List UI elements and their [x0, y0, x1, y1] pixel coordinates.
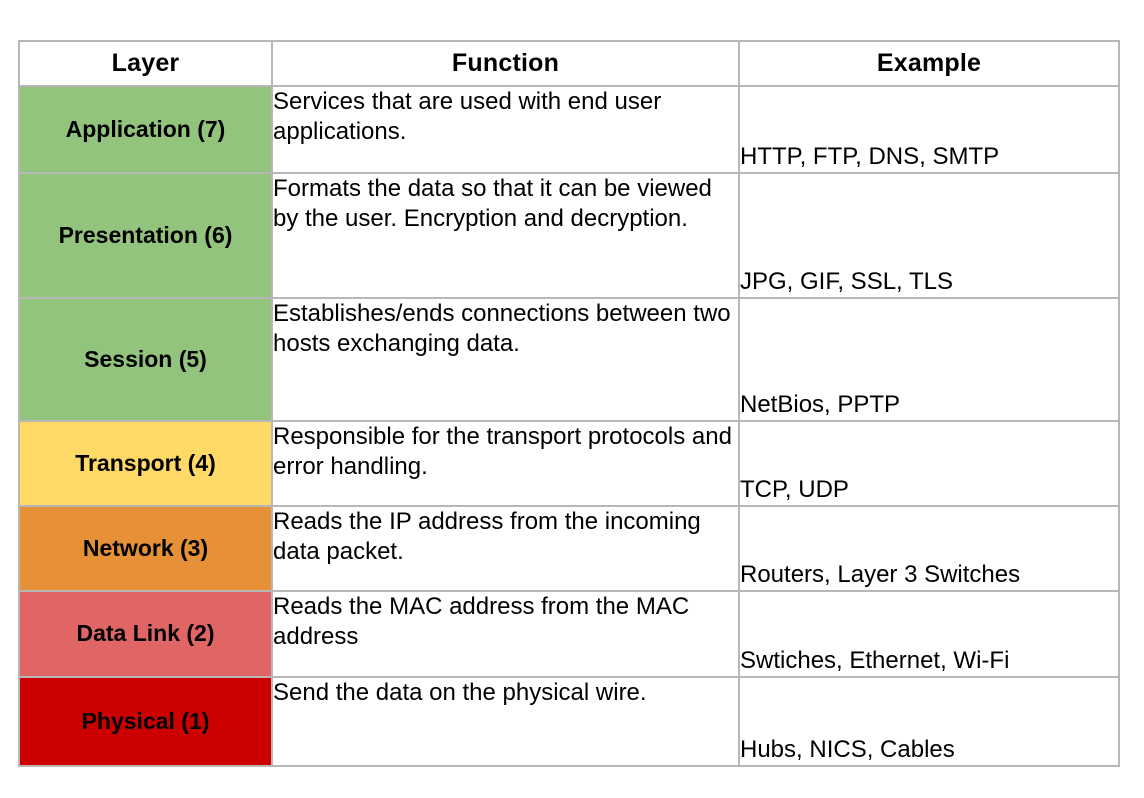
table-row: Application (7) Services that are used w…	[18, 85, 1120, 174]
layer-name-data-link: Data Link (2)	[18, 590, 273, 678]
layer-example-physical: Hubs, NICS, Cables	[738, 676, 1120, 767]
layer-name-physical: Physical (1)	[18, 676, 273, 767]
table-row: Data Link (2) Reads the MAC address from…	[18, 590, 1120, 678]
layer-example-session: NetBios, PPTP	[738, 297, 1120, 422]
table-row: Network (3) Reads the IP address from th…	[18, 505, 1120, 592]
layer-example-application: HTTP, FTP, DNS, SMTP	[738, 85, 1120, 174]
table-row: Physical (1) Send the data on the physic…	[18, 676, 1120, 767]
table-row: Transport (4) Responsible for the transp…	[18, 420, 1120, 507]
layer-example-transport: TCP, UDP	[738, 420, 1120, 507]
layer-example-data-link: Swtiches, Ethernet, Wi-Fi	[738, 590, 1120, 678]
layer-function-network: Reads the IP address from the incoming d…	[271, 505, 740, 592]
layer-name-session: Session (5)	[18, 297, 273, 422]
osi-model-table: Layer Function Example Application (7) S…	[18, 40, 1120, 767]
layer-function-presentation: Formats the data so that it can be viewe…	[271, 172, 740, 299]
table-body: Application (7) Services that are used w…	[18, 85, 1120, 767]
table-row: Presentation (6) Formats the data so tha…	[18, 172, 1120, 299]
layer-function-physical: Send the data on the physical wire.	[271, 676, 740, 767]
table-header-row: Layer Function Example	[18, 40, 1120, 87]
layer-name-presentation: Presentation (6)	[18, 172, 273, 299]
column-header-layer: Layer	[18, 40, 273, 87]
column-header-function: Function	[271, 40, 740, 87]
layer-example-presentation: JPG, GIF, SSL, TLS	[738, 172, 1120, 299]
layer-function-session: Establishes/ends connections between two…	[271, 297, 740, 422]
layer-name-network: Network (3)	[18, 505, 273, 592]
osi-model-table-container: Layer Function Example Application (7) S…	[18, 40, 1120, 767]
layer-function-transport: Responsible for the transport protocols …	[271, 420, 740, 507]
table-header: Layer Function Example	[18, 40, 1120, 87]
column-header-example: Example	[738, 40, 1120, 87]
layer-name-transport: Transport (4)	[18, 420, 273, 507]
table-row: Session (5) Establishes/ends connections…	[18, 297, 1120, 422]
layer-example-network: Routers, Layer 3 Switches	[738, 505, 1120, 592]
layer-function-data-link: Reads the MAC address from the MAC addre…	[271, 590, 740, 678]
layer-function-application: Services that are used with end user app…	[271, 85, 740, 174]
layer-name-application: Application (7)	[18, 85, 273, 174]
